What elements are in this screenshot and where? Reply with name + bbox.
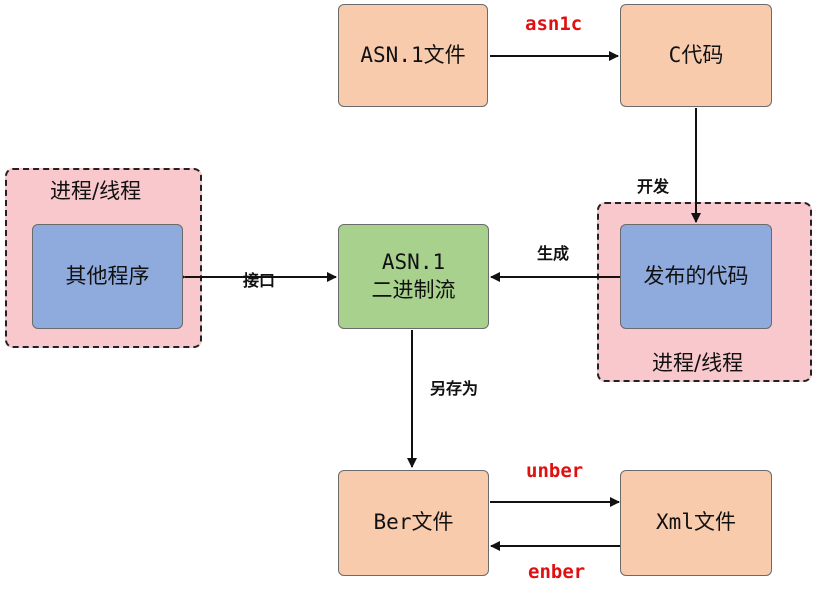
published-code-label: 发布的代码	[643, 263, 749, 288]
interface-label: 接口	[243, 271, 276, 290]
save-as-label: 另存为	[430, 379, 479, 398]
other-program-label: 其他程序	[65, 263, 150, 288]
generate-label: 生成	[537, 244, 570, 263]
asn1c-label: asn1c	[525, 13, 583, 35]
right-group-title: 进程/线程	[652, 351, 744, 375]
c-code-label: C代码	[668, 42, 724, 67]
asn1-binary-label-line2: 二进制流	[371, 277, 456, 302]
xml-file-node: Xml文件	[620, 470, 772, 576]
ber-file-label: Ber文件	[373, 510, 454, 535]
asn1-binary-node: ASN.1 二进制流	[338, 224, 489, 329]
asn1-file-node: ASN.1文件	[338, 4, 488, 107]
left-group-title: 进程/线程	[50, 179, 142, 203]
xml-file-label: Xml文件	[656, 510, 736, 535]
other-program-node: 其他程序	[32, 224, 183, 329]
ber-file-node: Ber文件	[338, 470, 489, 576]
develop-label: 开发	[637, 177, 670, 196]
asn1-binary-label-line1: ASN.1	[381, 250, 446, 275]
enber-label: enber	[528, 561, 586, 583]
asn1-file-label: ASN.1文件	[360, 42, 466, 67]
published-code-node: 发布的代码	[620, 224, 772, 329]
c-code-node: C代码	[620, 4, 772, 107]
unber-label: unber	[526, 460, 584, 482]
